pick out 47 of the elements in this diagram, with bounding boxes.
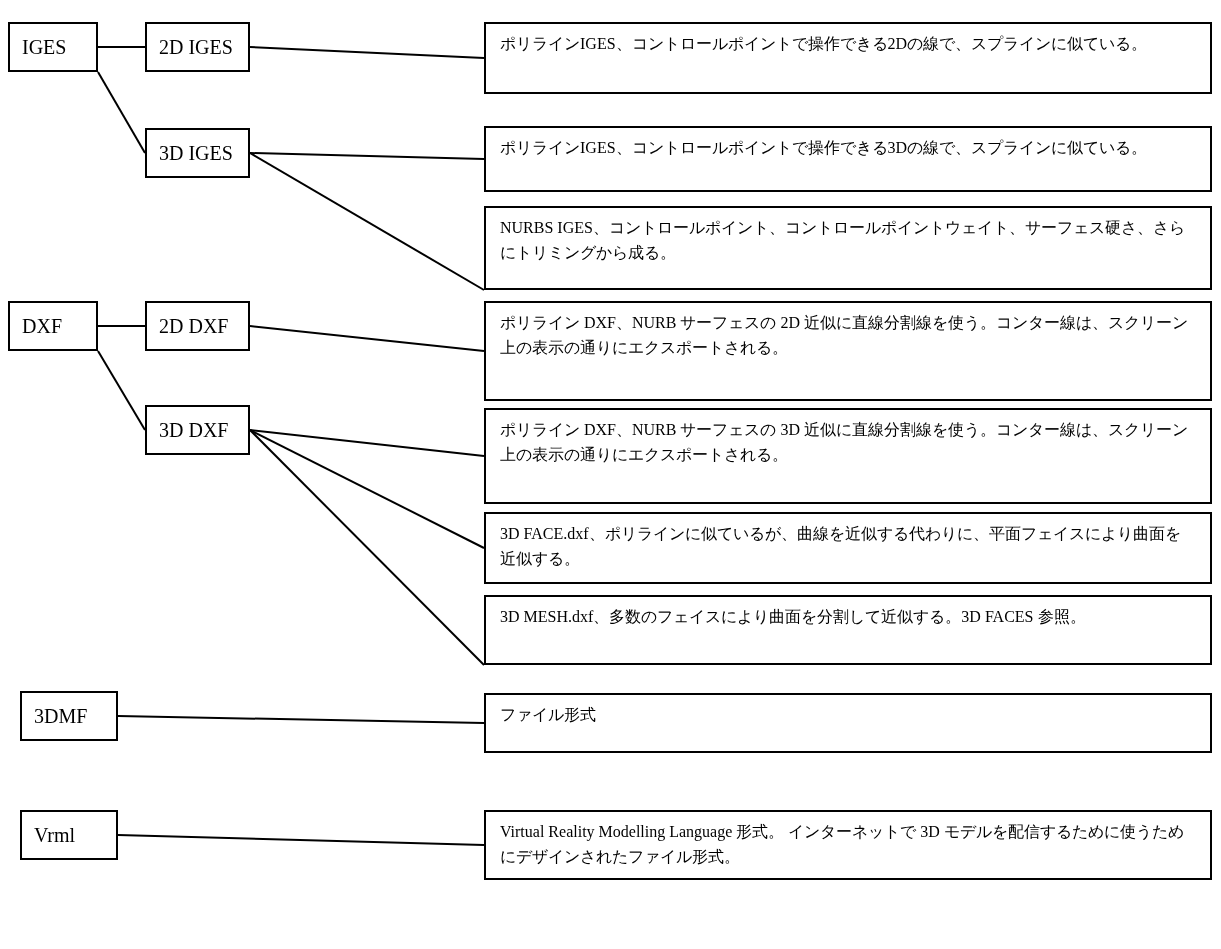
format-box — [20, 810, 118, 860]
connector-line — [249, 429, 485, 549]
description-box — [484, 810, 1212, 880]
format-label: Vrml — [34, 822, 75, 848]
description-text: ポリラインIGES、コントロールポイントで操作できる2Dの線で、スプラインに似ている。 — [500, 34, 1148, 54]
format-box — [145, 405, 250, 455]
format-box — [145, 22, 250, 72]
format-box — [8, 301, 98, 351]
description-box — [484, 595, 1212, 665]
connector-line — [97, 46, 146, 48]
description-text: 3D FACE.dxf、ポリラインに似ているが、曲線を近似する代わりに、平面フェイスにより曲面を近似する。 — [500, 524, 1182, 569]
format-label: IGES — [22, 34, 67, 60]
description-box — [484, 126, 1212, 192]
description-box — [484, 512, 1212, 584]
connector-line — [117, 834, 485, 846]
description-text: NURBS IGES、コントロールポイント、コントロールポイントウェイト、サーフェス硬さ、さらにトリミングから成る。 — [500, 218, 1186, 263]
description-text: ポリライン DXF、NURB サーフェスの 2D 近似に直線分割線を使う。コンター線は、スクリーン上の表示の通りにエクスポートされる。 — [500, 313, 1189, 358]
format-box — [145, 301, 250, 351]
format-box — [20, 691, 118, 741]
format-label: 2D DXF — [159, 313, 229, 339]
description-box — [484, 301, 1212, 401]
connector-line — [249, 429, 485, 666]
description-box — [484, 22, 1212, 94]
description-text: 3D MESH.dxf、多数のフェイスにより曲面を分割して近似する。3D FACES 参照。 — [500, 607, 1086, 627]
description-box — [484, 408, 1212, 504]
connector-line — [97, 325, 146, 327]
description-box — [484, 206, 1212, 290]
format-label: 3D IGES — [159, 140, 233, 166]
format-label: 3DMF — [34, 703, 88, 729]
description-text: ポリライン DXF、NURB サーフェスの 3D 近似に直線分割線を使う。コンター線は、スクリーン上の表示の通りにエクスポートされる。 — [500, 420, 1189, 465]
format-label: 3D DXF — [159, 417, 229, 443]
connector-line — [249, 152, 485, 160]
description-box — [484, 693, 1212, 753]
description-text: ポリラインIGES、コントロールポイントで操作できる3Dの線で、スプラインに似ている。 — [500, 138, 1148, 158]
description-text: ファイル形式 — [500, 705, 596, 725]
format-label: 2D IGES — [159, 34, 233, 60]
format-box — [145, 128, 250, 178]
connector-line — [117, 715, 485, 724]
connector-line — [249, 46, 485, 59]
description-text: Virtual Reality Modelling Language 形式。 インターネットで 3D モデルを配信するために使うためにデザインされたファイル形式。 — [500, 822, 1185, 867]
connector-line — [249, 429, 485, 457]
connector-line — [249, 152, 485, 291]
connector-line — [249, 325, 485, 352]
format-label: DXF — [22, 313, 62, 339]
format-box — [8, 22, 98, 72]
connector-line — [97, 71, 146, 154]
connector-line — [97, 350, 146, 431]
